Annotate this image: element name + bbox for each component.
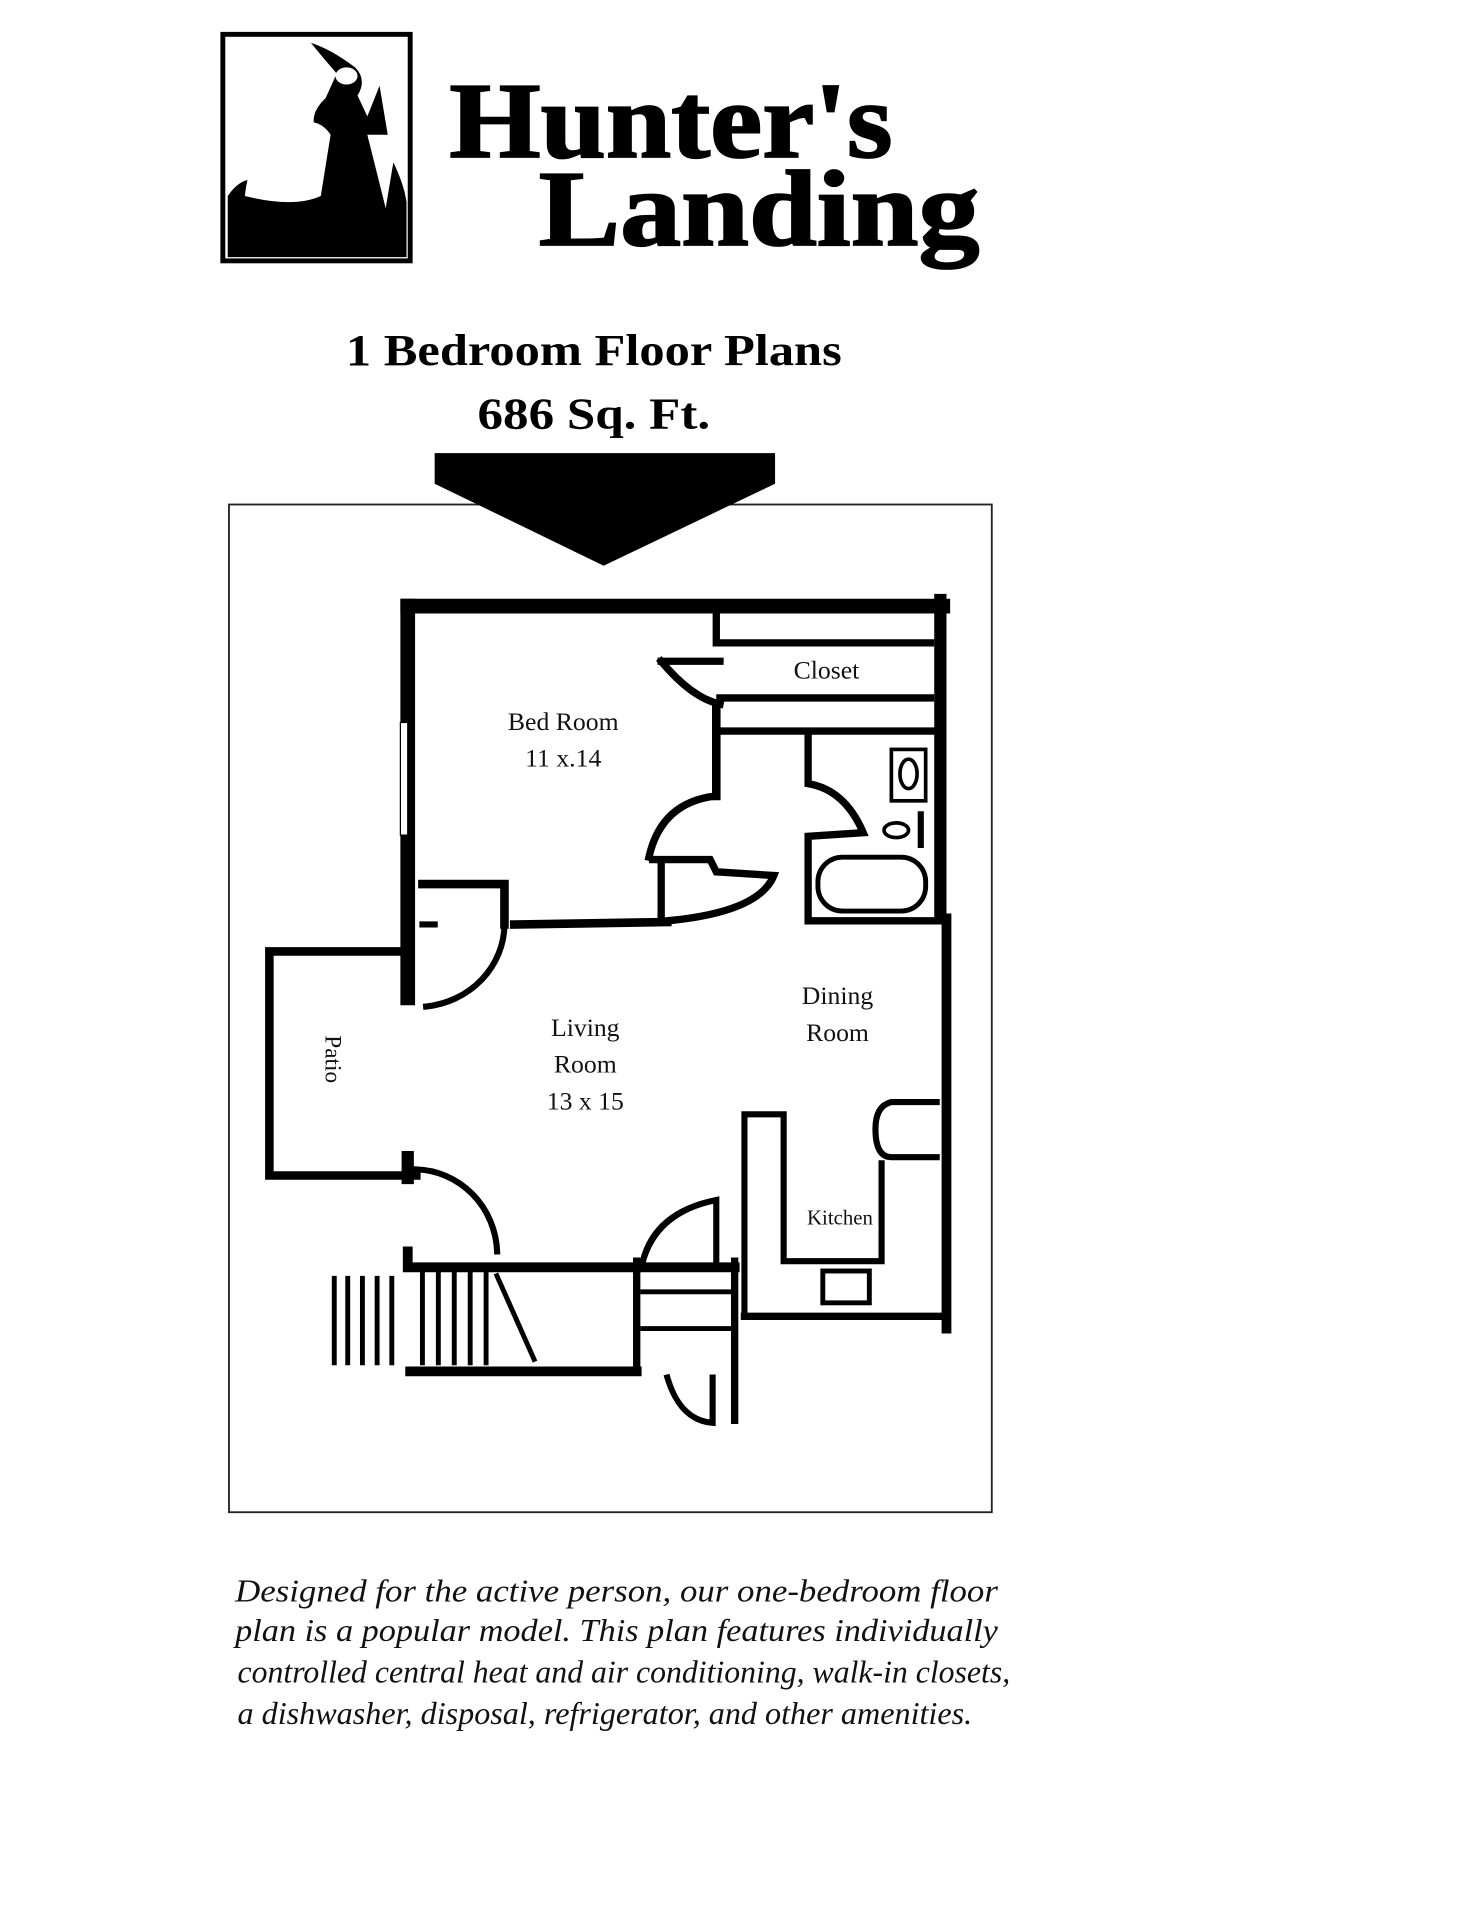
- plan-area: 686 Sq. Ft.: [478, 390, 711, 439]
- label-dining-room: Room: [806, 1018, 869, 1047]
- label-bedroom: Bed Room: [508, 707, 619, 736]
- description-line: a dishwasher, disposal, refrigerator, an…: [238, 1696, 973, 1731]
- entrance-arrow-icon: [434, 453, 776, 566]
- heron-bird-icon: [227, 42, 407, 258]
- description-line: controlled central heat and air conditio…: [238, 1654, 1011, 1689]
- floorplan-frame: [228, 503, 993, 1514]
- plan-title: 1 Bedroom Floor Plans: [346, 326, 842, 375]
- logo-text-landing: Landing: [539, 150, 980, 269]
- logo-text-hunters: Hunter's: [449, 62, 892, 181]
- label-living-room: Room: [554, 1050, 617, 1079]
- description-line: Designed for the active person, our one-…: [234, 1574, 999, 1609]
- label-dining: Dining: [802, 981, 874, 1010]
- label-closet: Closet: [794, 655, 860, 684]
- logo: Hunter's Landing: [220, 31, 980, 270]
- label-living: Living: [551, 1013, 620, 1042]
- label-patio: Patio: [320, 1035, 346, 1083]
- description-line: plan is a popular model. This plan featu…: [233, 1613, 999, 1648]
- label-living-size: 13 x 15: [547, 1086, 624, 1115]
- description: Designed for the active person, our one-…: [233, 1574, 1010, 1731]
- label-kitchen: Kitchen: [807, 1205, 873, 1229]
- label-bedroom-size: 11 x.14: [525, 744, 601, 773]
- floorplan-drawing: [265, 593, 952, 1427]
